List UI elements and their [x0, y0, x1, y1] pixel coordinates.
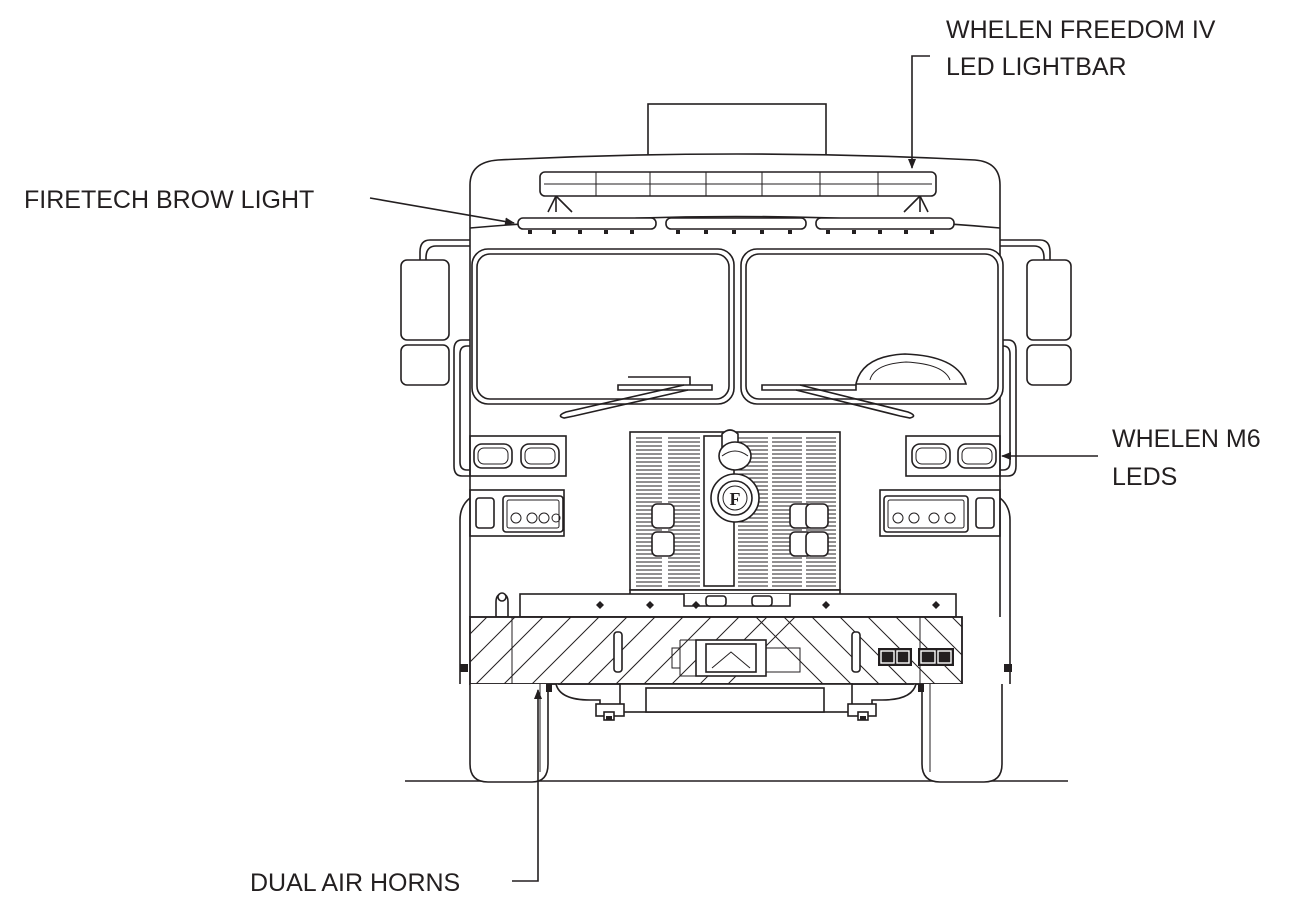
callout-labels: WHELEN FREEDOM IV LED LIGHTBAR FIRETECH … — [24, 16, 1261, 897]
callout-m6-line2: LEDS — [1112, 463, 1177, 491]
mirror-arms — [419, 239, 1051, 262]
headlights-right — [879, 489, 1001, 537]
lower-body — [459, 497, 1012, 684]
winch — [671, 639, 801, 677]
dash-hood — [855, 353, 968, 385]
m6-lights-right — [905, 435, 1001, 477]
callout-brow: FIRETECH BROW LIGHT — [24, 186, 314, 214]
bumper-rail — [519, 593, 957, 618]
callout-horns: DUAL AIR HORNS — [250, 869, 460, 897]
bumper-warning-lights — [878, 648, 954, 666]
chassis — [555, 683, 917, 721]
cab-outline — [469, 153, 1001, 498]
roof-box — [647, 103, 827, 157]
left-mirror — [400, 259, 450, 386]
emblem: F — [710, 429, 760, 523]
lightbar — [539, 171, 937, 213]
right-mirror — [1026, 259, 1072, 386]
callout-m6-line1: WHELEN M6 — [1112, 425, 1261, 453]
headlights-left — [469, 489, 565, 537]
m6-lights-left — [469, 435, 567, 477]
emblem-letter: F — [730, 489, 741, 509]
grab-handles — [453, 339, 1017, 477]
grille-inserts — [651, 503, 829, 557]
tires — [469, 684, 1003, 783]
callout-lightbar-line2: LED LIGHTBAR — [946, 53, 1127, 81]
callout-leaders — [369, 55, 1098, 882]
wipers — [559, 376, 915, 419]
brow-lights — [517, 217, 955, 234]
bumper-beacon — [495, 592, 509, 618]
callout-lightbar-line1: WHELEN FREEDOM IV — [946, 16, 1216, 44]
